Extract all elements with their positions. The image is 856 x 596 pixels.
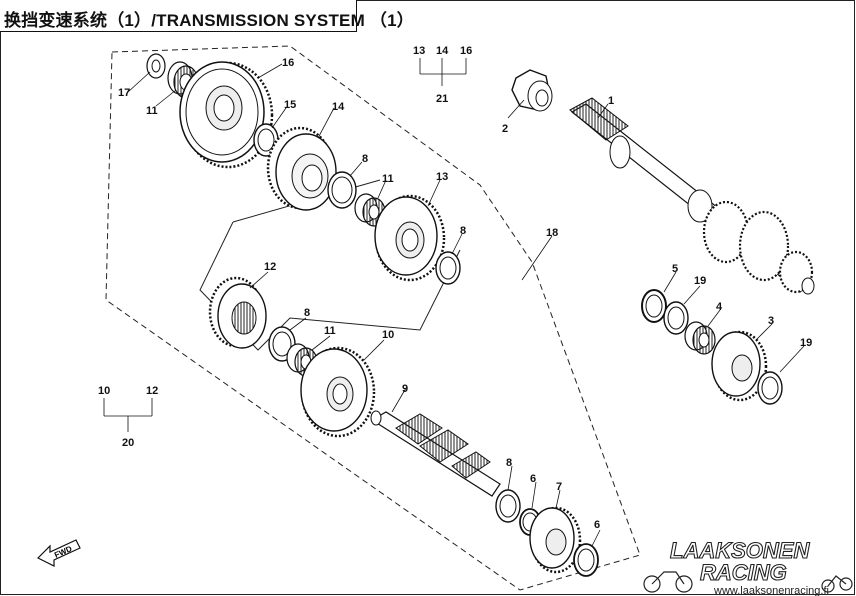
gear-14	[266, 126, 337, 211]
gear-3	[711, 330, 768, 402]
needle-bearing-4	[684, 321, 716, 355]
watermark-url: www.laaksonenracing.fi	[713, 585, 829, 596]
callout-6-left: 6	[530, 473, 536, 485]
group21-item-13: 13	[413, 45, 425, 57]
callout-15: 15	[284, 99, 296, 111]
group21-item-14: 14	[436, 45, 449, 57]
bicycle-icon	[643, 571, 693, 593]
washer-17	[146, 53, 166, 79]
callout-3: 3	[768, 315, 774, 327]
motorcycle-icon	[821, 575, 853, 593]
shaft-9	[370, 410, 501, 497]
fwd-arrow-icon: FWD	[36, 539, 81, 567]
fwd-label: FWD	[53, 544, 74, 560]
washer-8-right	[435, 251, 461, 285]
callout-10: 10	[382, 329, 394, 341]
leader-lines	[103, 58, 805, 547]
washer-19-lower	[757, 371, 783, 405]
callout-8-lower: 8	[506, 457, 512, 469]
group21-label: 21	[436, 93, 448, 105]
callout-14: 14	[332, 101, 345, 113]
watermark-logo: LAAKSONEN RACING www.laaksonenracing.fi	[643, 537, 853, 596]
group20-label: 20	[122, 437, 134, 449]
callout-8-middle: 8	[304, 307, 310, 319]
gear-16	[179, 61, 274, 169]
gear-13	[374, 194, 446, 282]
title-box: 换挡变速系统（1）/TRANSMISSION SYSTEM （1）	[0, 0, 414, 32]
callout-8-upper: 8	[362, 153, 368, 165]
circlip-5	[641, 289, 667, 323]
gear-12	[208, 276, 267, 349]
callout-11-middle: 11	[382, 173, 394, 185]
assembly-outline	[105, 45, 641, 591]
watermark-line2: RACING	[700, 560, 787, 585]
group20-item-12: 12	[146, 385, 158, 397]
main-shaft-1	[569, 97, 815, 295]
callout-16: 16	[282, 57, 294, 69]
washer-8-lower	[495, 489, 521, 523]
callout-6-right: 6	[594, 519, 600, 531]
callout-9: 9	[402, 383, 408, 395]
ring-15	[253, 123, 279, 157]
group21-item-16: 16	[460, 45, 472, 57]
callout-11-upper: 11	[146, 105, 158, 117]
washer-8-upper	[327, 171, 357, 209]
callout-5: 5	[672, 263, 678, 275]
gear-10	[300, 346, 376, 438]
callout-18: 18	[546, 227, 558, 239]
callout-19-lower: 19	[800, 337, 812, 349]
group20-item-10: 10	[98, 385, 110, 397]
circlip-6-right	[573, 543, 599, 577]
callout-12: 12	[264, 261, 276, 273]
callout-19-upper: 19	[694, 275, 706, 287]
callout-1: 1	[608, 95, 614, 107]
callout-8-right: 8	[460, 225, 466, 237]
callout-17: 17	[118, 87, 130, 99]
callout-4: 4	[716, 301, 723, 313]
watermark-line1: LAAKSONEN	[670, 538, 810, 563]
washer-19-upper	[663, 301, 689, 335]
callout-7: 7	[556, 481, 562, 493]
page-title: 换挡变速系统（1）/TRANSMISSION SYSTEM （1）	[4, 11, 414, 30]
gear-7	[529, 506, 582, 574]
nut-2	[511, 69, 553, 112]
callout-13: 13	[436, 171, 448, 183]
callout-11-lower: 11	[324, 325, 336, 337]
callout-2: 2	[502, 123, 508, 135]
